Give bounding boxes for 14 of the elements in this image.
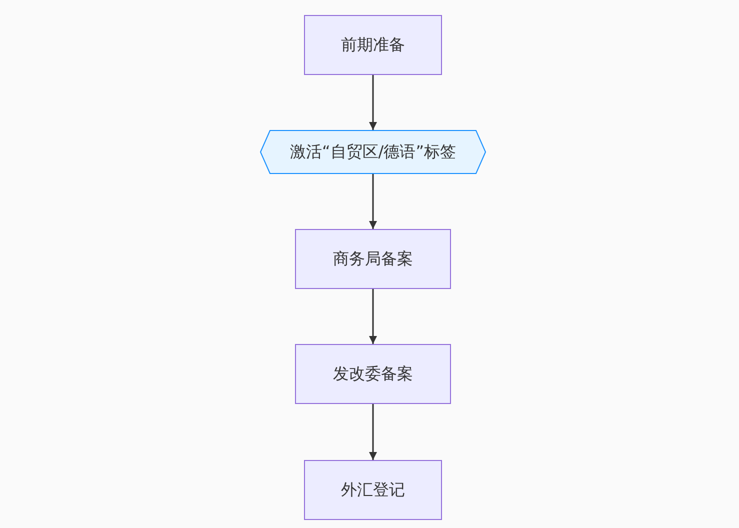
- node-label: 激活“自贸区/德语”标签: [290, 142, 456, 162]
- arrow: [369, 289, 377, 344]
- arrow: [369, 75, 377, 130]
- process-box: [304, 460, 442, 520]
- process-box: [295, 229, 451, 289]
- arrow: [369, 404, 377, 460]
- hexagon-node: [260, 130, 486, 174]
- process-box: [304, 15, 442, 75]
- arrow: [369, 174, 377, 229]
- process-box: [295, 344, 451, 404]
- node-label: 发改委备案: [333, 364, 413, 384]
- node-label: 商务局备案: [333, 248, 413, 270]
- node-label: 外汇登记: [341, 480, 405, 500]
- node-label: 前期准备: [341, 34, 405, 56]
